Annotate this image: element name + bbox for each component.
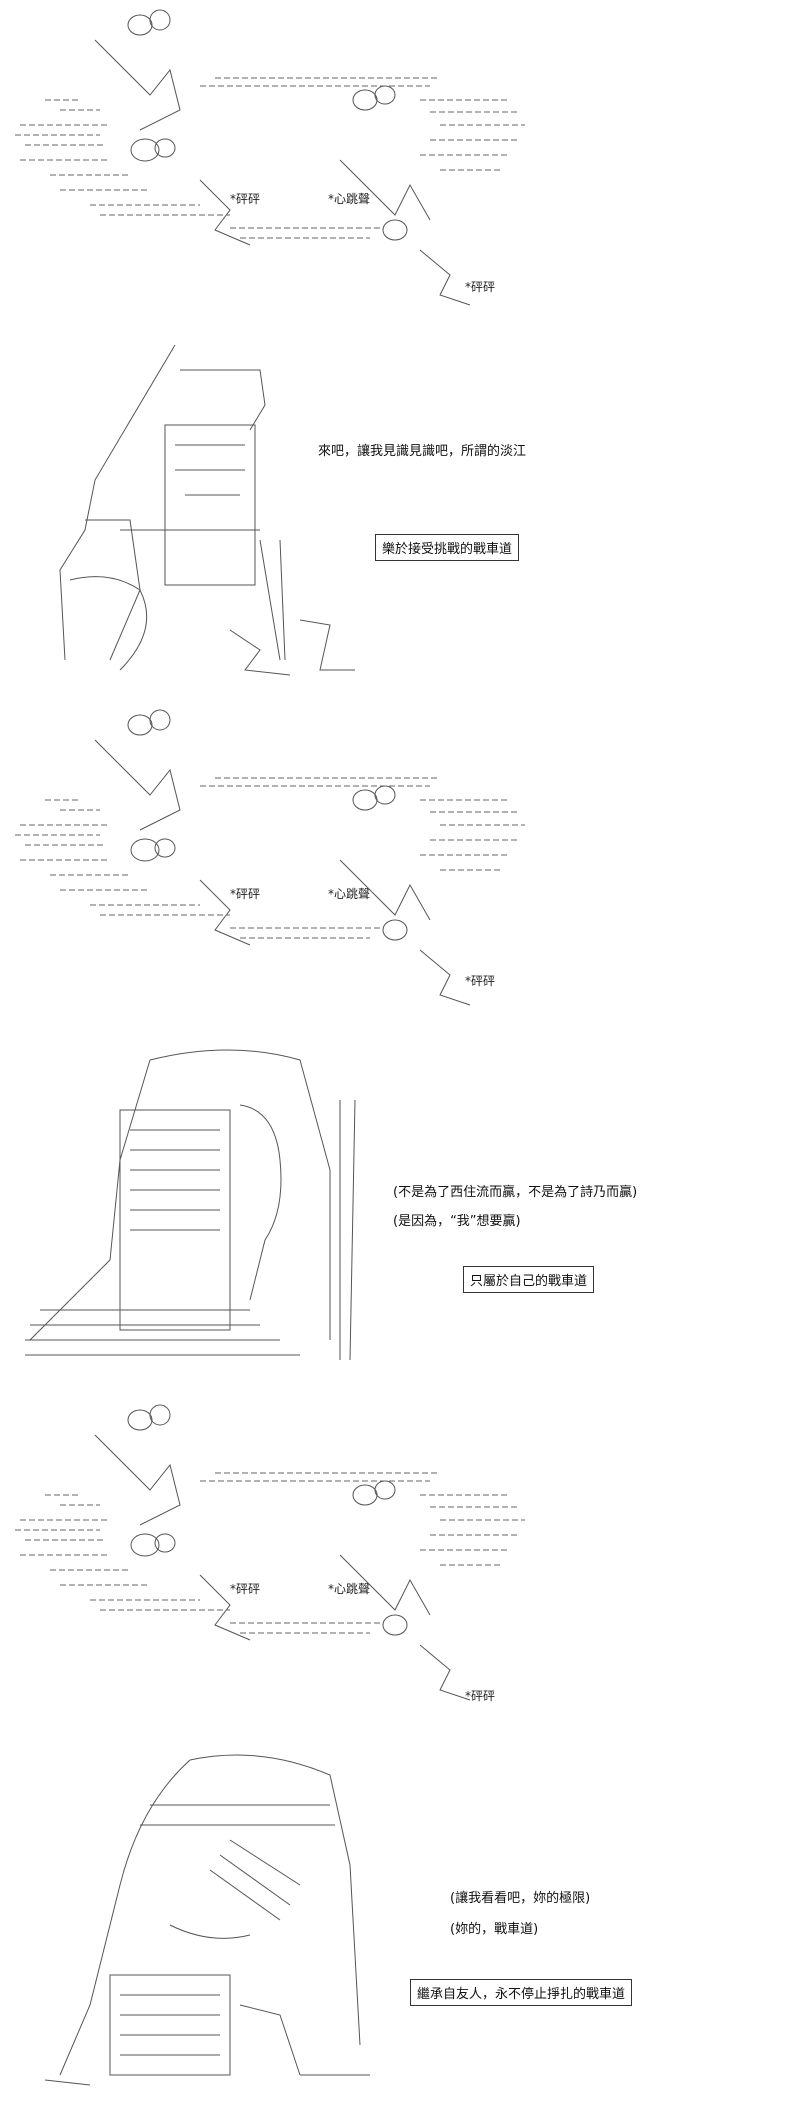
caption-box: 只屬於自己的戰車道 [463,1266,595,1293]
sfx-thump-left: *砰砰 [230,887,261,901]
scene-panel-1: 來吧，讓我見識見識吧，所謂的淡江 樂於接受挑戰的戰車道 [0,330,800,690]
sfx-thump-right: *砰砰 [465,280,496,294]
sfx-thump-right: *砰砰 [465,974,496,988]
monologue-line-1: (讓我看看吧，妳的極限) [450,1891,591,1906]
monologue-line-2: (妳的，戰車道) [450,1922,539,1937]
caption-box: 繼承自友人，永不停止掙扎的戰車道 [410,1979,633,2006]
sfx-thump-left: *砰砰 [230,1582,261,1596]
caption-box: 樂於接受挑戰的戰車道 [375,534,520,561]
sfx-thump-right: *砰砰 [465,1689,496,1703]
heartbeat-panel-3: *砰砰 *心跳聲 *砰砰 [0,1395,800,1705]
scene-panel-2: (不是為了西住流而贏，不是為了詩乃而贏) (是因為，“我”想要贏) 只屬於自己的… [0,1040,800,1370]
dialogue-line: 來吧，讓我見識見識吧，所謂的淡江 [318,444,527,459]
sfx-heartbeat-middle: *心跳聲 [328,887,371,901]
character-art-3 [44,1754,370,2086]
heartbeat-art-3 [15,1404,525,1701]
monologue-line-2: (是因為，“我”想要贏) [393,1214,521,1229]
character-art-2 [25,1049,356,1361]
heartbeat-art-2 [15,709,525,1006]
sfx-thump-left: *砰砰 [230,192,261,206]
sfx-heartbeat-middle: *心跳聲 [328,192,371,206]
heartbeat-art-1 [15,9,525,306]
sfx-heartbeat-middle: *心跳聲 [328,1582,371,1596]
character-art-1 [59,344,355,676]
heartbeat-panel-1: *砰砰 *心跳聲 *砰砰 [0,0,800,310]
heartbeat-panel-2: *砰砰 *心跳聲 *砰砰 [0,700,800,1010]
monologue-line-1: (不是為了西住流而贏，不是為了詩乃而贏) [393,1185,638,1200]
scene-panel-3: (讓我看看吧，妳的極限) (妳的，戰車道) 繼承自友人，永不停止掙扎的戰車道 [0,1745,800,2100]
